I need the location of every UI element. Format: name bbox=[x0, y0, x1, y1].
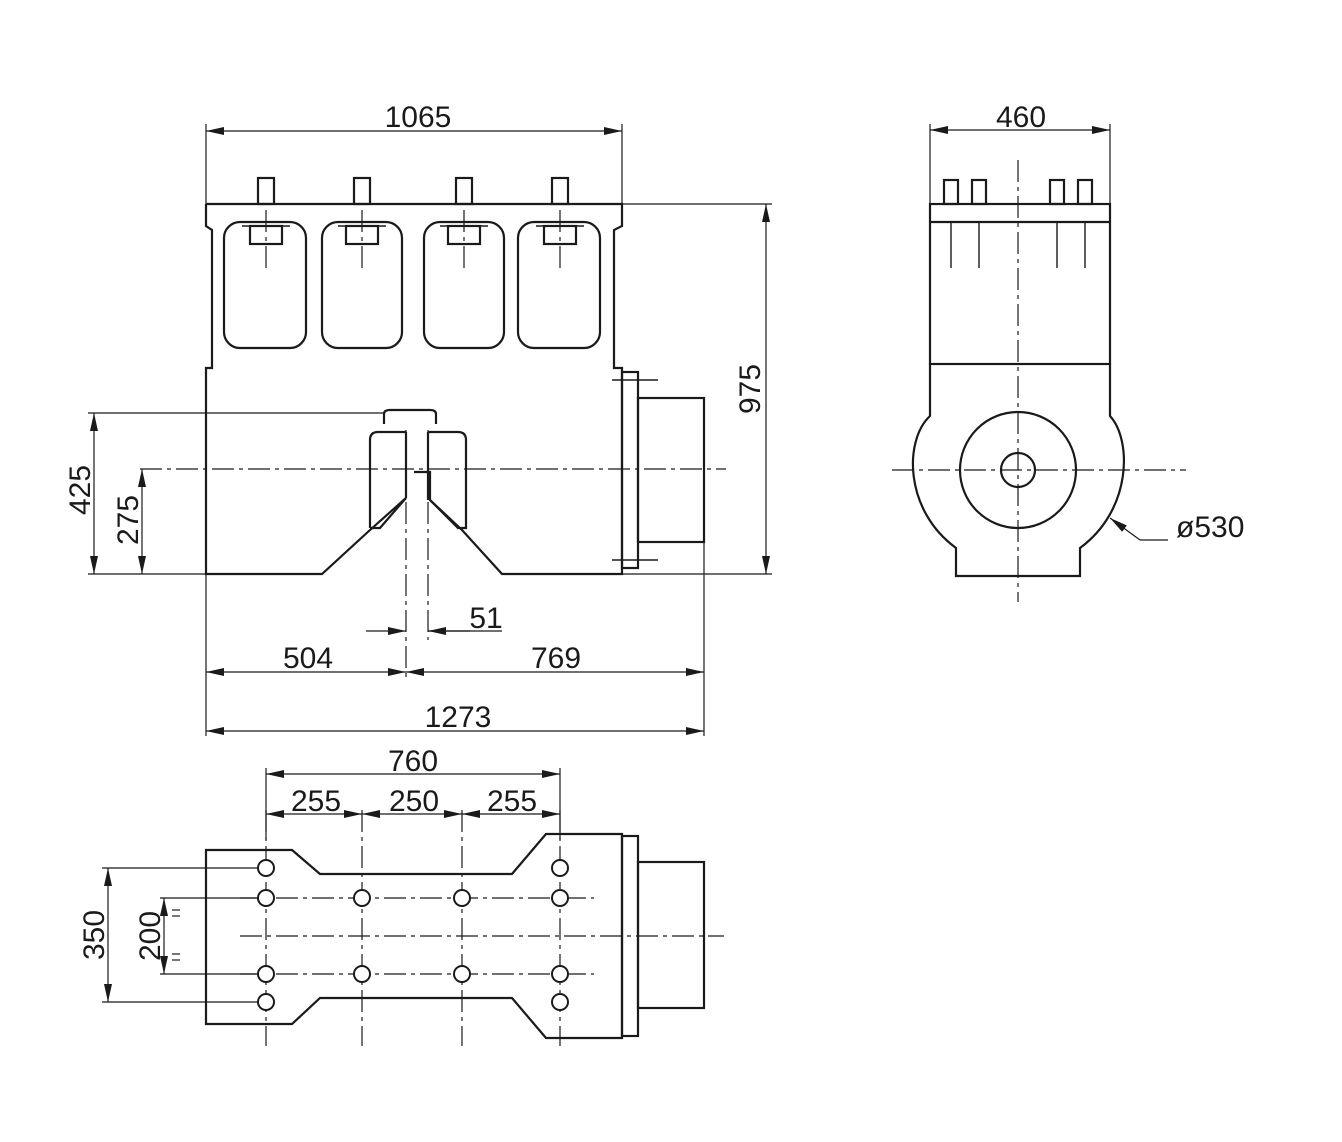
svg-text:1065: 1065 bbox=[385, 101, 452, 134]
plan-bolt-holes bbox=[257, 859, 569, 1011]
svg-text:425: 425 bbox=[64, 465, 97, 515]
svg-text:460: 460 bbox=[996, 101, 1046, 134]
svg-text:350: 350 bbox=[78, 910, 111, 960]
svg-text:51: 51 bbox=[469, 602, 502, 635]
dim-diameter-530: ø530 bbox=[1109, 511, 1244, 544]
dim-51: 51 bbox=[366, 602, 503, 635]
front-cylinder bbox=[636, 396, 706, 544]
svg-text:769: 769 bbox=[531, 642, 581, 675]
dim-275: 275 bbox=[112, 469, 146, 574]
front-flange bbox=[620, 370, 640, 570]
front-window-1 bbox=[222, 176, 308, 350]
svg-text:255: 255 bbox=[291, 785, 341, 818]
front-center-slot bbox=[382, 408, 438, 424]
svg-text:200: 200 bbox=[134, 911, 167, 961]
plan-outline bbox=[204, 832, 624, 1040]
plan-view: 760 255 250 255 350 200 bbox=[78, 745, 724, 1046]
svg-text:504: 504 bbox=[283, 642, 333, 675]
plan-cylinder bbox=[636, 860, 706, 1010]
dim-460: 460 bbox=[929, 101, 1111, 204]
front-view: 1065 975 425 275 51 bbox=[64, 101, 772, 736]
svg-text:250: 250 bbox=[389, 785, 439, 818]
dim-760: 760 bbox=[265, 745, 561, 840]
dim-pitches: 255 250 255 bbox=[266, 785, 560, 818]
svg-text:1273: 1273 bbox=[425, 701, 492, 734]
side-top-block bbox=[928, 202, 1112, 366]
side-lower-body bbox=[911, 364, 1126, 578]
side-view: 460 ø530 bbox=[892, 101, 1244, 602]
dim-350: 350 bbox=[78, 867, 258, 1003]
svg-text:275: 275 bbox=[112, 495, 145, 545]
dim-1065: 1065 bbox=[205, 101, 623, 204]
dim-975: 975 bbox=[622, 203, 772, 575]
dim-1273: 1273 bbox=[206, 701, 704, 735]
dim-425: 425 bbox=[64, 412, 384, 575]
dim-200: 200 bbox=[134, 897, 258, 975]
svg-text:255: 255 bbox=[487, 785, 537, 818]
svg-text:975: 975 bbox=[734, 364, 767, 414]
svg-text:ø530: ø530 bbox=[1176, 511, 1244, 544]
svg-text:760: 760 bbox=[388, 745, 438, 778]
dim-504-769: 504 769 bbox=[205, 542, 705, 736]
